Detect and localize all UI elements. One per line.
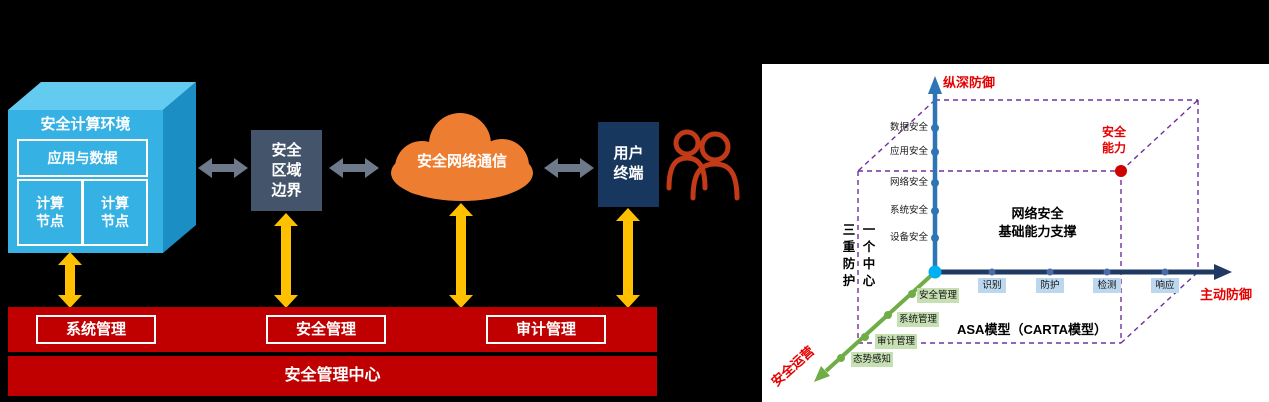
computing-environment-title: 安全计算环境 (40, 116, 131, 133)
defense-in-depth-label: 纵深防御 (943, 75, 996, 90)
cube-side-face (163, 82, 196, 253)
active-item-detect: 检测 (1093, 278, 1121, 293)
cube-top-face (8, 82, 196, 110)
diagonal-axis-dots (837, 290, 916, 362)
depth-item-system-security: 系统安全 (889, 205, 928, 216)
security-boundary-box: 安全 区域 边界 (251, 130, 322, 211)
double-arrow-icon (198, 158, 248, 178)
phrase-triple-protection: 三重防护 (842, 223, 856, 288)
compute-node-1-line1: 计算 (36, 195, 64, 211)
app-data-box: 应用与数据 (17, 139, 148, 177)
active-defense-label: 主动防御 (1200, 287, 1253, 302)
computing-environment-overlay: 安全计算环境 应用与数据 计算 节点 计算 节点 (8, 110, 163, 253)
diagonal-axis-arrowhead (814, 366, 830, 382)
diagonal-axis (824, 270, 937, 373)
security-capability-label: 安全 能力 (1092, 124, 1136, 156)
dashed-cube-edges (857, 99, 1199, 344)
computing-environment-cube (8, 82, 196, 253)
management-bar: 系统管理 安全管理 审计管理 (8, 307, 657, 352)
depth-item-data-security: 数据安全 (889, 122, 928, 133)
capability-model-panel: 纵深防御 主动防御 安全运营 数据安全 应用安全 网络安全 系统安全 设备安全 … (762, 64, 1269, 402)
vertical-axis-dots (931, 124, 939, 242)
cube-front-face (8, 110, 163, 253)
support-line1: 网络安全 (1011, 206, 1064, 221)
axes-graphic (814, 76, 1232, 382)
phrase-one-center: 一个中心 (862, 223, 876, 288)
vertical-double-arrow-icon (274, 213, 298, 308)
system-management-label: 系统管理 (65, 321, 126, 338)
depth-item-network-security: 网络安全 (889, 177, 928, 188)
depth-item-app-security: 应用安全 (889, 146, 928, 157)
user-terminal-box: 用户 终端 (598, 122, 659, 207)
compute-node-2-line2: 节点 (101, 213, 129, 229)
operation-item-security-mgmt: 安全管理 (917, 288, 959, 303)
horizontal-axis-dots (988, 268, 1169, 276)
terminal-line2: 终端 (613, 165, 644, 182)
boundary-line2: 区域 (271, 162, 302, 179)
asa-model-label: ASA模型（CARTA模型） (957, 322, 1107, 337)
vertical-double-arrow-icon (449, 203, 473, 308)
operation-item-audit-mgmt: 审计管理 (875, 334, 917, 349)
audit-management-box: 审计管理 (486, 315, 606, 344)
terminal-line1: 用户 (613, 145, 644, 162)
support-text: 网络安全 基础能力支撑 (955, 205, 1120, 241)
cloud-icon (391, 113, 533, 201)
users-icon (666, 129, 740, 201)
vertical-axis-arrowhead (928, 76, 942, 94)
support-line2: 基础能力支撑 (998, 224, 1077, 239)
operation-item-situational-awareness: 态势感知 (851, 352, 893, 367)
vertical-double-arrow-icon (58, 252, 82, 308)
active-item-protect: 防护 (1036, 278, 1064, 293)
network-communication-label: 安全网络通信 (416, 153, 507, 170)
double-arrow-icon (329, 158, 379, 178)
active-item-identify: 识别 (978, 278, 1006, 293)
compute-node-box-1: 计算 节点 (17, 179, 83, 246)
security-management-box: 安全管理 (266, 315, 386, 344)
system-management-box: 系统管理 (36, 315, 156, 344)
active-item-respond: 响应 (1151, 278, 1179, 293)
compute-node-1-line2: 节点 (36, 213, 64, 229)
vertical-double-arrow-icon (616, 208, 640, 308)
operation-item-system-mgmt: 系统管理 (897, 312, 939, 327)
horizontal-axis-arrowhead (1214, 264, 1232, 280)
management-center-bar: 安全管理中心 (8, 356, 657, 396)
boundary-line3: 边界 (271, 182, 302, 199)
capability-line1: 安全 (1101, 125, 1126, 139)
security-management-label: 安全管理 (295, 321, 356, 338)
app-data-label: 应用与数据 (47, 150, 118, 166)
compute-node-2-line1: 计算 (101, 195, 129, 211)
double-arrow-icon (544, 158, 594, 178)
audit-management-label: 审计管理 (515, 321, 576, 338)
boundary-line1: 安全 (271, 142, 302, 159)
origin-dot (928, 265, 942, 279)
capability-dot (1115, 165, 1127, 177)
depth-item-device-security: 设备安全 (889, 232, 928, 243)
compute-node-box-2: 计算 节点 (82, 179, 148, 246)
capability-line2: 能力 (1101, 141, 1126, 155)
